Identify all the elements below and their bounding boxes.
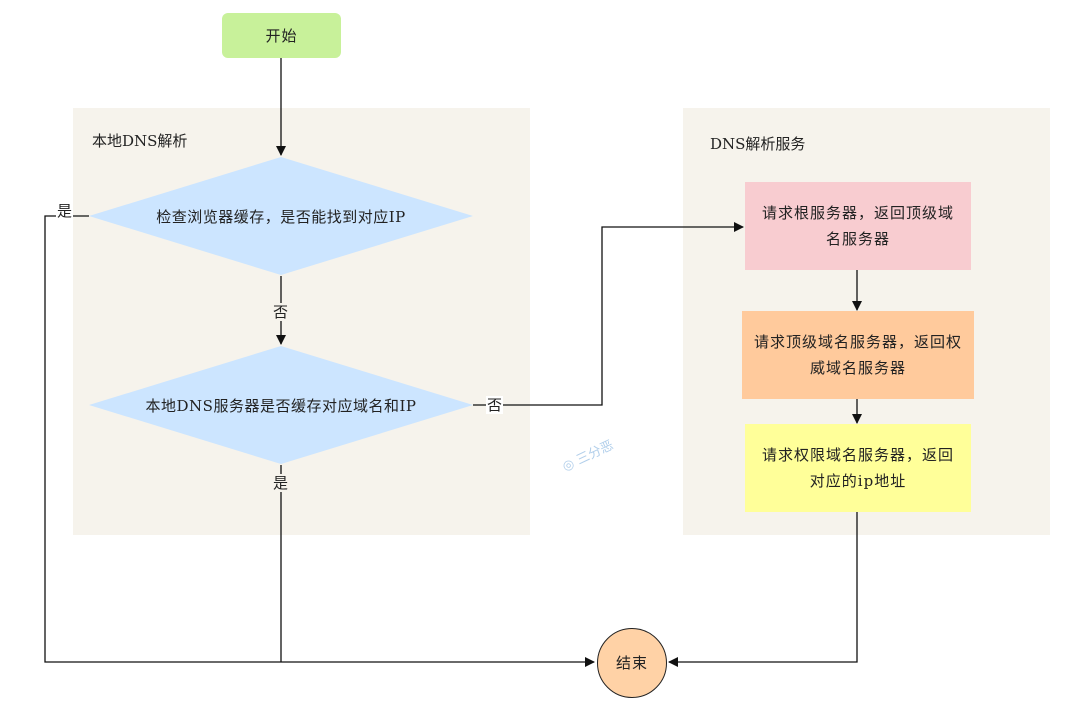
tld-server-label: 请求顶级域名服务器，返回权威域名服务器 — [754, 333, 963, 377]
start-label: 开始 — [265, 26, 298, 45]
browser-cache-decision — [89, 157, 473, 275]
dns-service-panel-title: DNS解析服务 — [710, 135, 806, 153]
edge-label-browser-no: 否 — [272, 303, 290, 321]
edge-label-local-yes: 是 — [272, 474, 290, 492]
root-server-label: 请求根服务器，返回顶级域名服务器 — [761, 204, 954, 248]
authoritative-server-label: 请求权限域名服务器，返回对应的ip地址 — [761, 446, 954, 490]
end-node: 结束 — [597, 628, 667, 698]
end-label: 结束 — [615, 654, 648, 672]
start-node: 开始 — [222, 13, 341, 58]
browser-cache-question: 检查浏览器缓存，是否能找到对应IP — [156, 207, 406, 226]
local-dns-panel-title: 本地DNS解析 — [92, 132, 188, 150]
tld-server-box: 请求顶级域名服务器，返回权威域名服务器 — [742, 311, 974, 399]
local-dns-question: 本地DNS服务器是否缓存对应域名和IP — [145, 396, 417, 415]
root-server-box: 请求根服务器，返回顶级域名服务器 — [745, 182, 971, 270]
edge-auth-to-end — [668, 512, 858, 667]
local-dns-decision — [89, 346, 473, 464]
authoritative-server-box: 请求权限域名服务器，返回对应的ip地址 — [745, 424, 971, 512]
edge-local-no — [473, 222, 744, 406]
edge-label-local-no: 否 — [486, 396, 504, 414]
edge-label-browser-yes: 是 — [56, 202, 74, 220]
